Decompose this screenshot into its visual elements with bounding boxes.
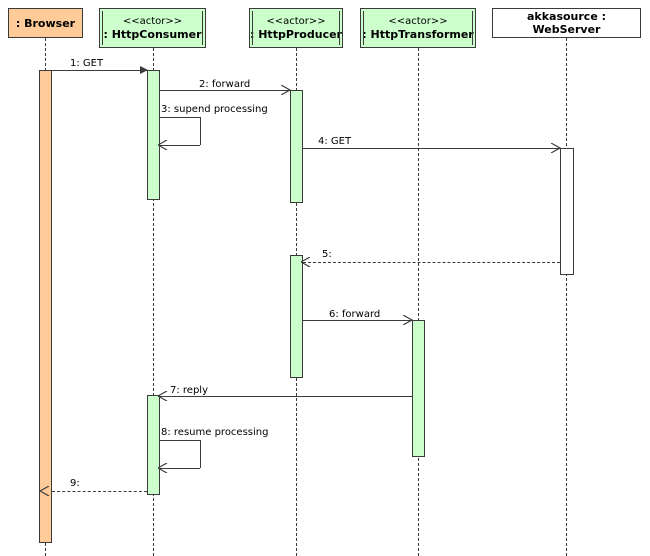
activation-webserver xyxy=(560,148,574,275)
arrowhead-1 xyxy=(140,66,148,74)
lifeline-header-httpconsumer[interactable]: <<actor>> : HttpConsumer xyxy=(99,8,206,48)
lifeline-name-browser: : Browser xyxy=(15,16,76,30)
message-line-9 xyxy=(52,491,147,492)
message-line-3-side xyxy=(200,117,201,145)
message-line-3-top xyxy=(160,117,200,118)
message-label-2: 2: forward xyxy=(199,79,251,90)
message-line-8-side xyxy=(200,440,201,468)
activation-httpconsumer-1 xyxy=(147,70,160,200)
lifeline-name-httpconsumer: : HttpConsumer xyxy=(103,28,202,41)
message-line-8-top xyxy=(160,440,200,441)
lifeline-name-webserver: akkasource : WebServer xyxy=(526,10,607,36)
lifeline-header-httpproducer[interactable]: <<actor>> : HttpProducer xyxy=(249,8,343,48)
arrowhead-3 xyxy=(158,140,168,150)
message-label-3: 3: supend processing xyxy=(161,104,268,115)
message-line-8-bottom xyxy=(160,468,200,469)
arrowhead-4 xyxy=(551,143,561,153)
arrowhead-2 xyxy=(281,85,291,95)
stereotype-httpproducer: <<actor>> xyxy=(266,16,326,27)
lifeline-header-httptransformer[interactable]: <<actor>> : HttpTransformer xyxy=(360,8,476,48)
message-label-4: 4: GET xyxy=(318,136,352,147)
activation-httpproducer-1 xyxy=(290,90,303,203)
message-line-4 xyxy=(303,148,560,149)
message-line-3-bottom xyxy=(160,145,200,146)
arrowhead-9 xyxy=(40,486,50,496)
activation-httpconsumer-2 xyxy=(147,395,160,495)
lifeline-name-httptransformer: : HttpTransformer xyxy=(362,28,474,41)
message-label-1: 1: GET xyxy=(70,58,104,69)
lifeline-httpconsumer xyxy=(153,48,154,556)
message-line-5 xyxy=(303,262,560,263)
message-label-8: 8: resume processing xyxy=(161,427,269,438)
activation-browser xyxy=(39,70,52,543)
arrowhead-7 xyxy=(158,391,168,401)
lifeline-webserver xyxy=(566,38,567,556)
lifeline-httptransformer xyxy=(418,48,419,556)
message-label-5: 5: xyxy=(322,249,332,260)
stereotype-httpconsumer: <<actor>> xyxy=(122,16,183,27)
message-line-1 xyxy=(52,70,147,71)
message-line-7 xyxy=(160,396,412,397)
lifeline-header-browser[interactable]: : Browser xyxy=(8,8,83,38)
message-label-6: 6: forward xyxy=(329,309,381,320)
activation-httptransformer xyxy=(412,320,425,457)
message-line-2 xyxy=(160,90,290,91)
arrowhead-8 xyxy=(158,463,168,473)
lifeline-name-httpproducer: : HttpProducer xyxy=(250,28,342,41)
arrowhead-5 xyxy=(301,257,311,267)
arrowhead-6 xyxy=(403,315,413,325)
stereotype-httptransformer: <<actor>> xyxy=(388,16,448,27)
message-label-9: 9: xyxy=(70,478,80,489)
lifeline-header-webserver[interactable]: akkasource : WebServer xyxy=(492,8,641,38)
message-line-6 xyxy=(303,320,412,321)
activation-httpproducer-2 xyxy=(290,255,303,378)
message-label-7: 7: reply xyxy=(170,385,208,396)
